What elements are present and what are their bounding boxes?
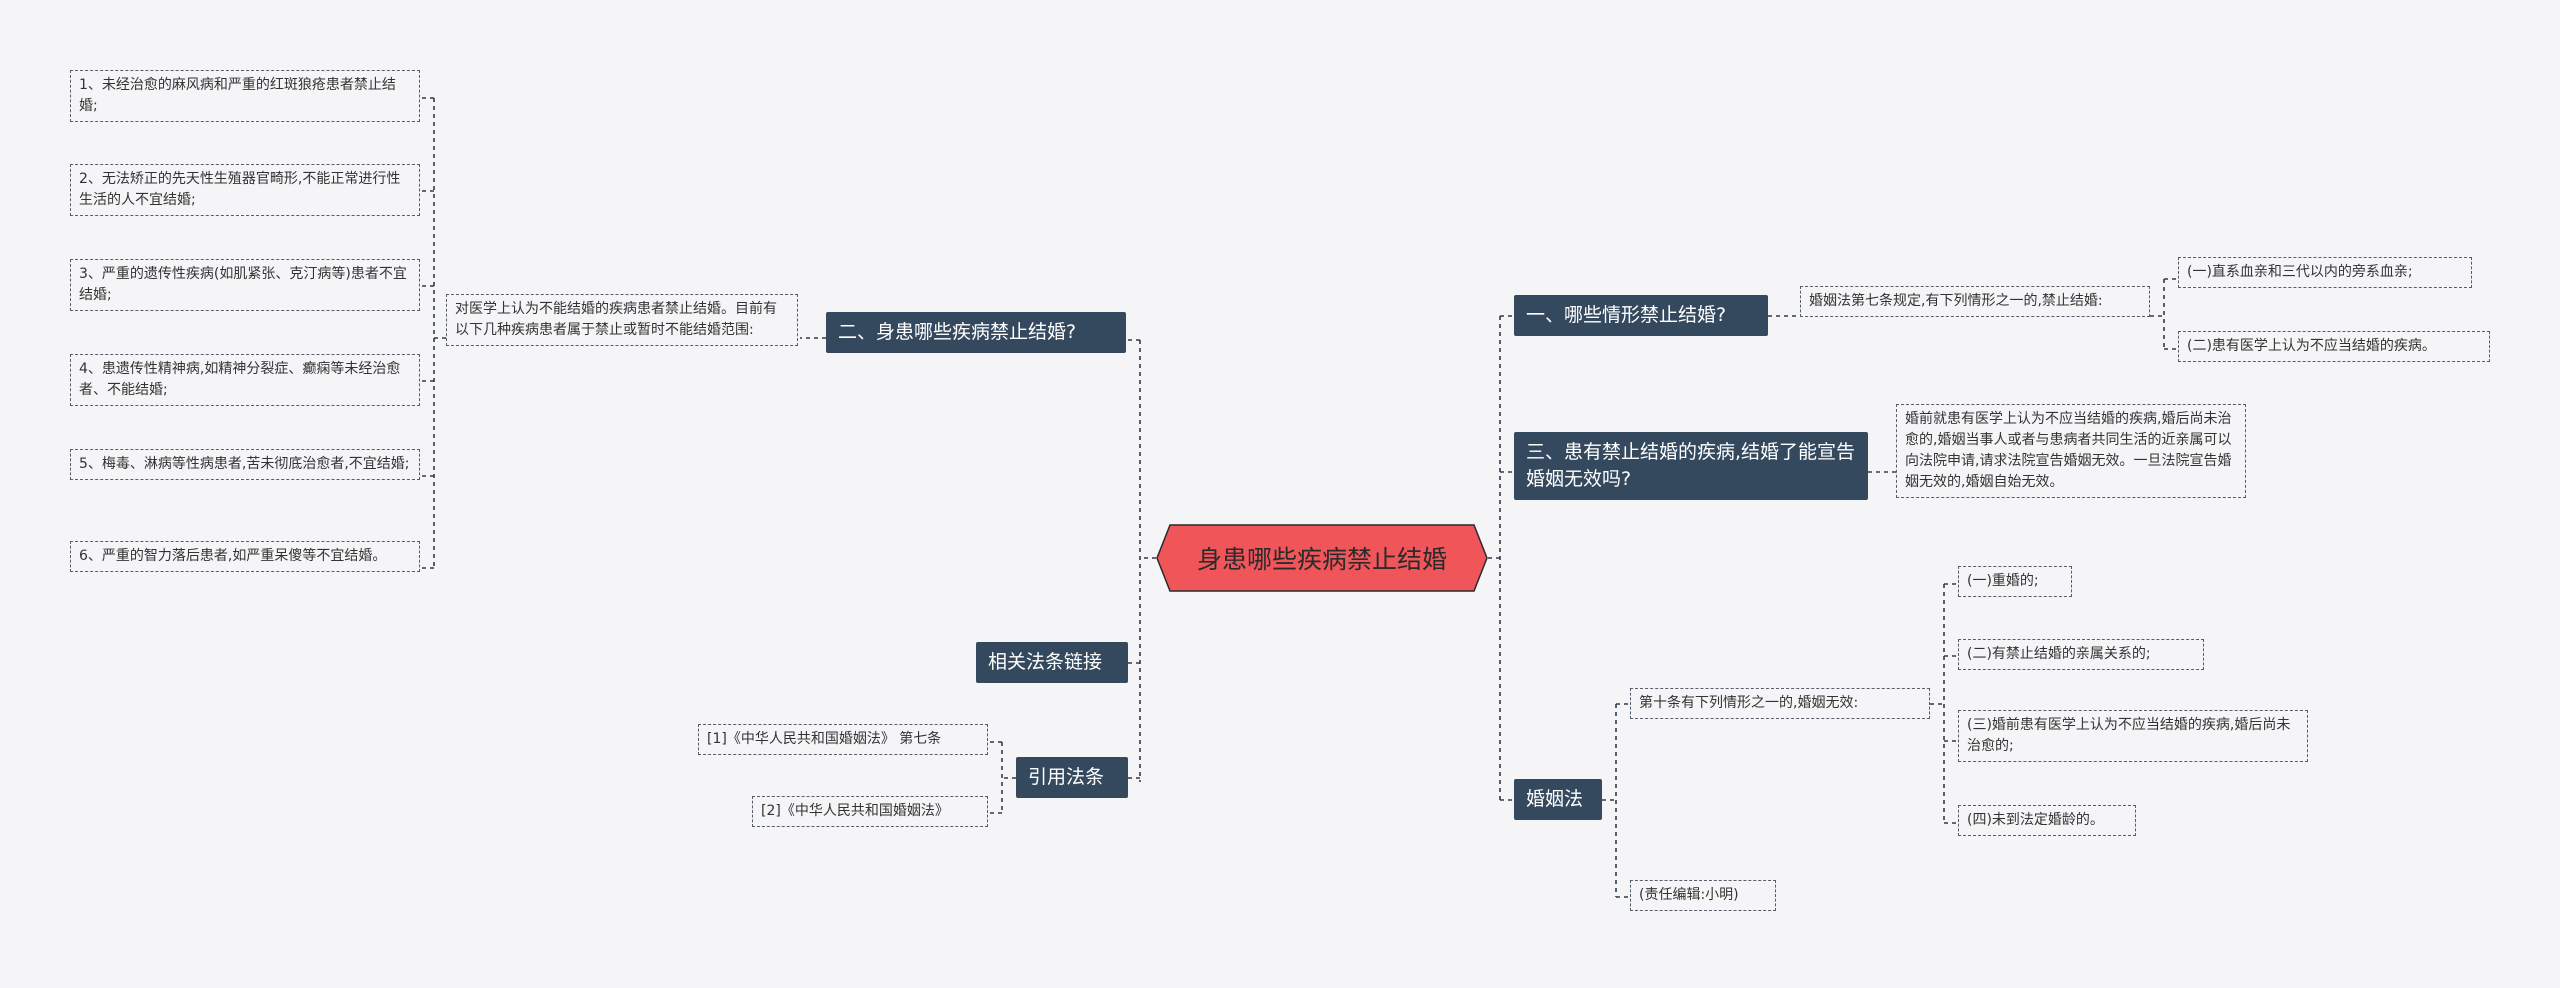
void-item-1-text: (一)重婚的;	[1967, 573, 2039, 589]
editor-note-text: (责任编辑:小明)	[1639, 887, 1739, 903]
disease-item-6[interactable]: 6、严重的智力落后患者,如严重呆傻等不宜结婚。	[70, 541, 420, 572]
branch-related-links[interactable]: 相关法条链接	[976, 642, 1128, 683]
disease-item-1-text: 1、未经治愈的麻风病和严重的红斑狼疮患者禁止结婚;	[79, 77, 396, 114]
disease-item-5-text: 5、梅毒、淋病等性病患者,苦未彻底治愈者,不宜结婚;	[79, 456, 410, 472]
branch-which-diseases[interactable]: 二、身患哪些疾病禁止结婚?	[826, 312, 1126, 353]
annulment-explanation-text: 婚前就患有医学上认为不应当结婚的疾病,婚后尚未治愈的,婚姻当事人或者与患病者共同…	[1905, 411, 2232, 490]
branch-citations[interactable]: 引用法条	[1016, 757, 1128, 798]
void-item-1[interactable]: (一)重婚的;	[1958, 566, 2072, 597]
disease-item-3[interactable]: 3、严重的遗传性疾病(如肌紧张、克汀病等)患者不宜结婚;	[70, 259, 420, 311]
article10-text-content: 第十条有下列情形之一的,婚姻无效:	[1639, 695, 1859, 711]
void-item-2-text: (二)有禁止结婚的亲属关系的;	[1967, 646, 2151, 662]
diseases-summary-text: 对医学上认为不能结婚的疾病患者禁止结婚。目前有以下几种疾病患者属于禁止或暂时不能…	[455, 301, 777, 338]
branch-annul-marriage-label: 三、患有禁止结婚的疾病,结婚了能宣告婚姻无效吗?	[1526, 441, 1856, 490]
root-title: 身患哪些疾病禁止结婚	[1196, 545, 1447, 574]
article10-text[interactable]: 第十条有下列情形之一的,婚姻无效:	[1630, 688, 1930, 719]
branch-prohibited-situations-label: 一、哪些情形禁止结婚?	[1526, 304, 1727, 326]
disease-item-2[interactable]: 2、无法矫正的先天性生殖器官畸形,不能正常进行性生活的人不宜结婚;	[70, 164, 420, 216]
prohibited-item-2[interactable]: (二)患有医学上认为不应当结婚的疾病。	[2178, 331, 2490, 362]
void-item-3-text: (三)婚前患有医学上认为不应当结婚的疾病,婚后尚未治愈的;	[1967, 717, 2291, 754]
disease-item-2-text: 2、无法矫正的先天性生殖器官畸形,不能正常进行性生活的人不宜结婚;	[79, 171, 401, 208]
citation-2-text: [2]《中华人民共和国婚姻法》	[761, 803, 949, 819]
branch-prohibited-situations[interactable]: 一、哪些情形禁止结婚?	[1514, 295, 1768, 336]
article7-text[interactable]: 婚姻法第七条规定,有下列情形之一的,禁止结婚:	[1800, 286, 2150, 317]
prohibited-item-2-text: (二)患有医学上认为不应当结婚的疾病。	[2187, 338, 2436, 354]
root-hexagon-shape	[1156, 524, 1488, 592]
citation-1[interactable]: [1]《中华人民共和国婚姻法》 第七条	[698, 724, 988, 755]
article7-text-content: 婚姻法第七条规定,有下列情形之一的,禁止结婚:	[1809, 293, 2103, 309]
branch-marriage-law-label: 婚姻法	[1526, 788, 1584, 810]
branch-which-diseases-label: 二、身患哪些疾病禁止结婚?	[838, 321, 1077, 343]
prohibited-item-1-text: (一)直系血亲和三代以内的旁系血亲;	[2187, 264, 2413, 280]
void-item-4[interactable]: (四)未到法定婚龄的。	[1958, 805, 2136, 836]
annulment-explanation[interactable]: 婚前就患有医学上认为不应当结婚的疾病,婚后尚未治愈的,婚姻当事人或者与患病者共同…	[1896, 404, 2246, 498]
diseases-summary[interactable]: 对医学上认为不能结婚的疾病患者禁止结婚。目前有以下几种疾病患者属于禁止或暂时不能…	[446, 294, 798, 346]
citation-2[interactable]: [2]《中华人民共和国婚姻法》	[752, 796, 988, 827]
branch-citations-label: 引用法条	[1028, 766, 1105, 788]
branch-annul-marriage[interactable]: 三、患有禁止结婚的疾病,结婚了能宣告婚姻无效吗?	[1514, 432, 1868, 500]
root-topic[interactable]: 身患哪些疾病禁止结婚	[1156, 524, 1488, 592]
branch-marriage-law[interactable]: 婚姻法	[1514, 779, 1602, 820]
void-item-4-text: (四)未到法定婚龄的。	[1967, 812, 2104, 828]
void-item-2[interactable]: (二)有禁止结婚的亲属关系的;	[1958, 639, 2204, 670]
disease-item-1[interactable]: 1、未经治愈的麻风病和严重的红斑狼疮患者禁止结婚;	[70, 70, 420, 122]
disease-item-3-text: 3、严重的遗传性疾病(如肌紧张、克汀病等)患者不宜结婚;	[79, 266, 407, 303]
citation-1-text: [1]《中华人民共和国婚姻法》 第七条	[707, 731, 942, 747]
prohibited-item-1[interactable]: (一)直系血亲和三代以内的旁系血亲;	[2178, 257, 2472, 288]
disease-item-6-text: 6、严重的智力落后患者,如严重呆傻等不宜结婚。	[79, 548, 387, 564]
void-item-3[interactable]: (三)婚前患有医学上认为不应当结婚的疾病,婚后尚未治愈的;	[1958, 710, 2308, 762]
disease-item-4[interactable]: 4、患遗传性精神病,如精神分裂症、癫痫等未经治愈者、不能结婚;	[70, 354, 420, 406]
disease-item-5[interactable]: 5、梅毒、淋病等性病患者,苦未彻底治愈者,不宜结婚;	[70, 449, 420, 480]
editor-note[interactable]: (责任编辑:小明)	[1630, 880, 1776, 911]
disease-item-4-text: 4、患遗传性精神病,如精神分裂症、癫痫等未经治愈者、不能结婚;	[79, 361, 401, 398]
branch-related-links-label: 相关法条链接	[988, 651, 1103, 673]
